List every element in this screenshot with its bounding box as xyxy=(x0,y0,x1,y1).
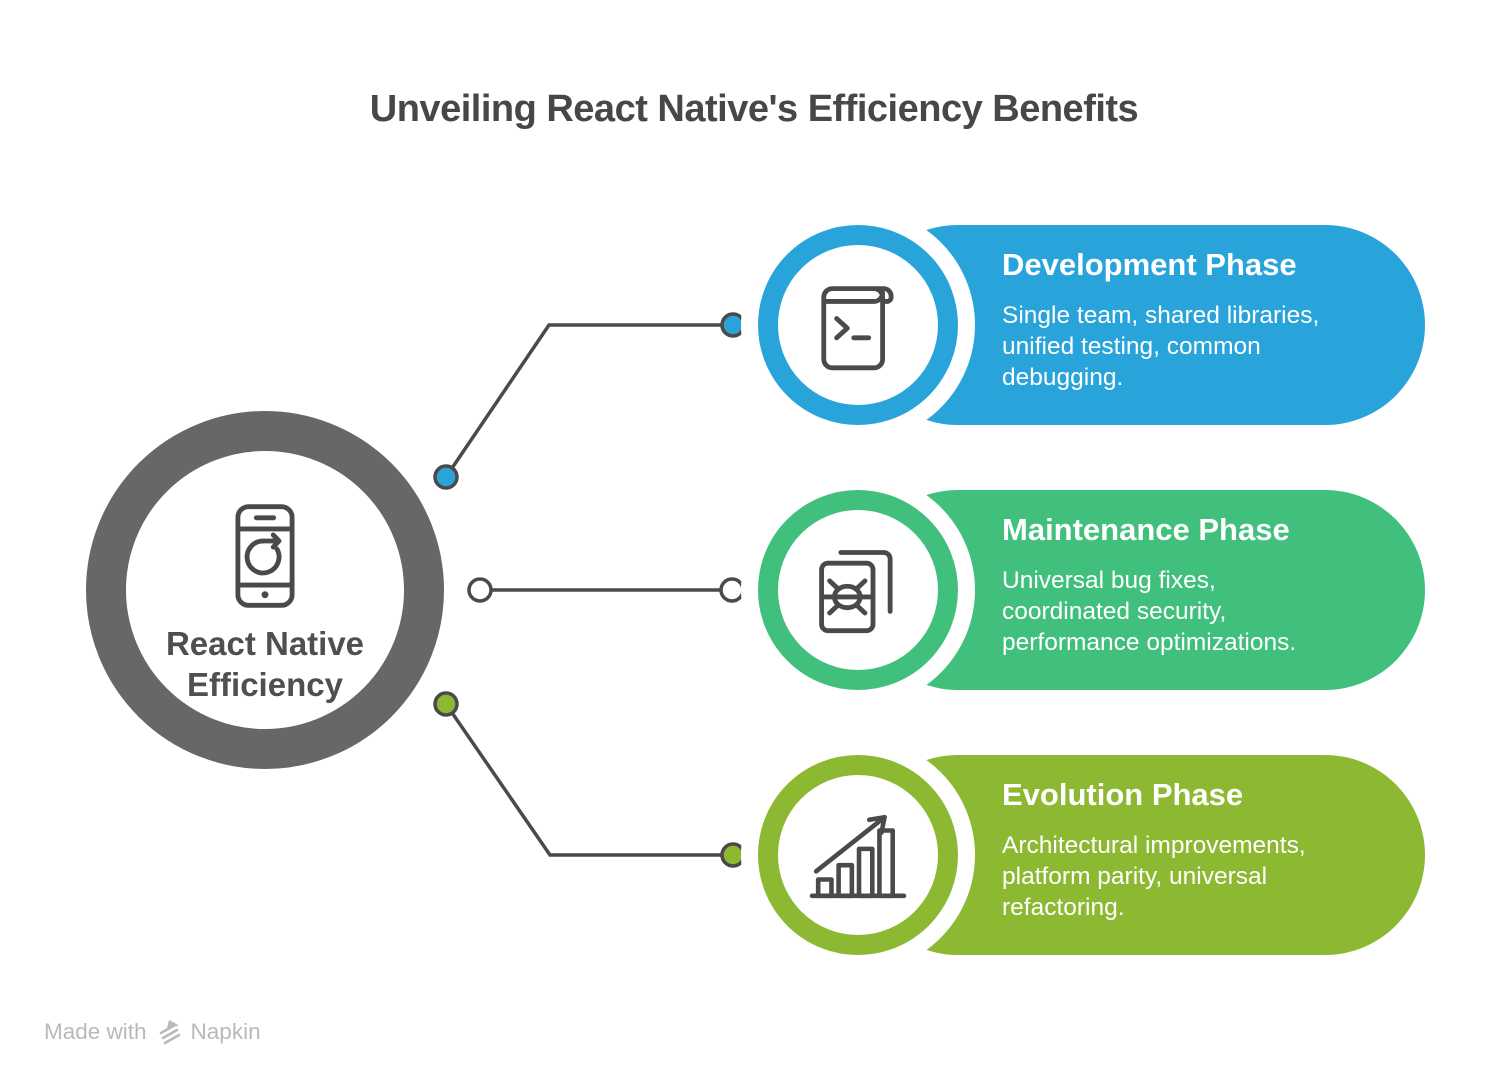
connector-dot-maintenance-start xyxy=(467,577,493,603)
card-maintenance-body: Universal bug fixes, coordinated securit… xyxy=(1002,567,1297,656)
connector-dot-evolution-start xyxy=(433,691,459,717)
smartphone-refresh-icon xyxy=(235,504,295,608)
card-development-phase: Development Phase Single team, shared li… xyxy=(758,225,1425,425)
connector-dot-maintenance-end xyxy=(719,577,745,603)
card-development-body: Single team, shared libraries, unified t… xyxy=(1002,302,1320,391)
napkin-logo-icon xyxy=(159,1020,180,1045)
bug-pages-icon xyxy=(819,550,893,634)
card-evolution-heading: Evolution Phase xyxy=(1002,777,1244,812)
card-evolution-body: Architectural improvements, platform par… xyxy=(1002,832,1306,921)
connector-dot-evolution-end xyxy=(720,842,746,868)
card-maintenance-heading: Maintenance Phase xyxy=(1002,512,1290,547)
footer-brand-label: Napkin xyxy=(190,1019,261,1044)
terminal-book-icon xyxy=(821,286,894,371)
card-development-badge xyxy=(758,225,958,425)
card-evolution-badge xyxy=(758,755,958,955)
card-evolution-phase: Evolution Phase Architectural improvemen… xyxy=(758,755,1425,955)
footer-credit: Made with Napkin xyxy=(44,1019,261,1045)
connector-line-development xyxy=(444,323,733,478)
hub-label: React Native Efficiency xyxy=(165,625,365,703)
card-maintenance-badge xyxy=(758,490,958,690)
growth-chart-icon xyxy=(809,814,907,899)
page-title: Unveiling React Native's Efficiency Bene… xyxy=(369,88,1139,130)
card-development-heading: Development Phase xyxy=(1002,247,1297,282)
hub-circle: React Native Efficiency xyxy=(86,411,444,769)
connector-dot-development-start xyxy=(433,464,459,490)
connector-dot-development-end xyxy=(720,312,746,338)
card-maintenance-phase: Maintenance Phase Universal bug fixes, c… xyxy=(758,490,1425,690)
connector-line-evolution xyxy=(444,703,733,857)
footer-made-with-label: Made with xyxy=(44,1019,147,1044)
